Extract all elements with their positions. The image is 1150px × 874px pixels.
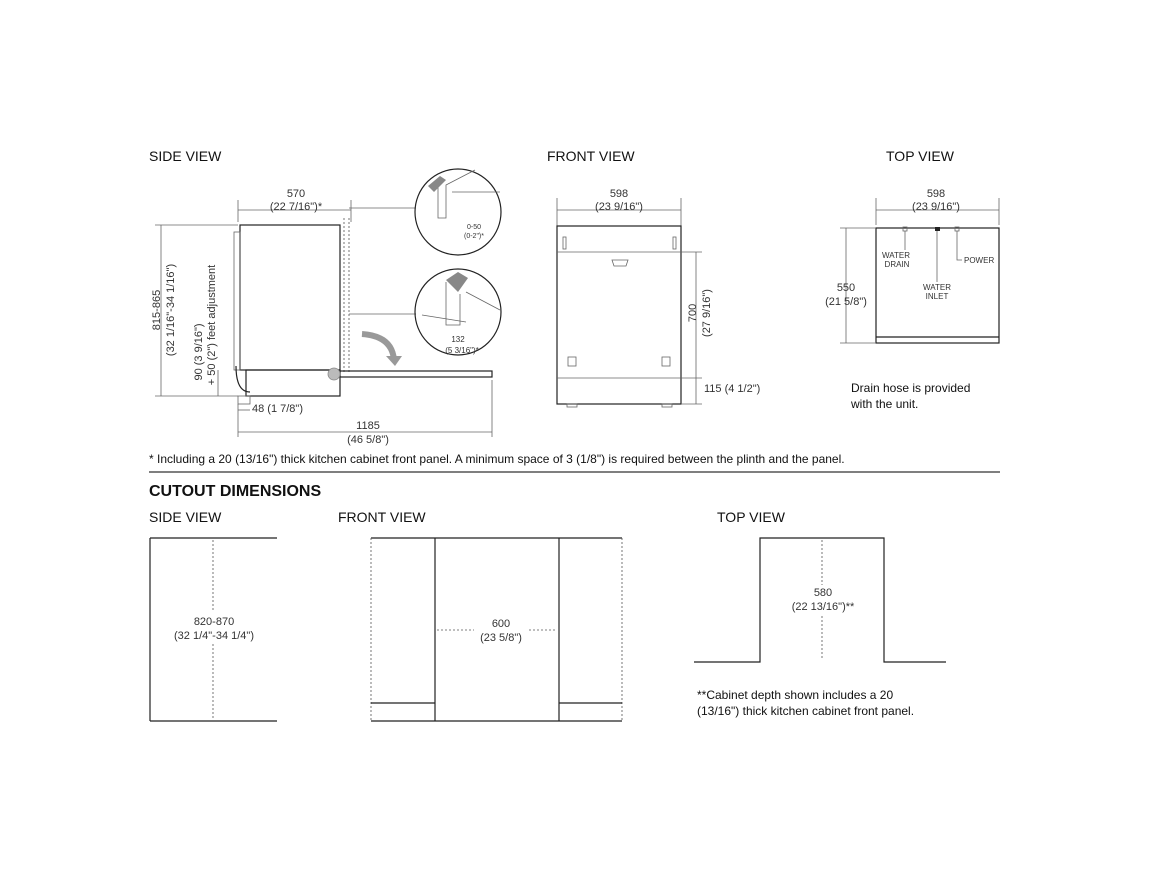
top-view-title: TOP VIEW bbox=[886, 148, 955, 164]
side-height-in: (32 1/16"-34 1/16") bbox=[165, 264, 177, 356]
front-width-in: (23 9/16") bbox=[595, 201, 643, 213]
drain-hose-note-1: Drain hose is provided bbox=[851, 381, 970, 395]
cutout-side-height-in: (32 1/4"-34 1/4") bbox=[174, 630, 254, 642]
top-width-in: (23 9/16") bbox=[912, 201, 960, 213]
side-foot-adjust: 90 (3 9/16") bbox=[193, 323, 205, 380]
side-width-mm: 570 bbox=[287, 188, 305, 200]
side-height-mm: 815-865 bbox=[151, 290, 163, 330]
detail1-value-a: 0-50 bbox=[467, 224, 481, 231]
side-width-in: (22 7/16")* bbox=[270, 201, 323, 213]
water-inlet-label-1: WATER bbox=[923, 283, 951, 292]
water-inlet-label-2: INLET bbox=[926, 292, 949, 301]
drain-hose-note-2: with the unit. bbox=[850, 397, 918, 411]
cutout-top-view: TOP VIEW 580 (22 13/16")** **Cabinet dep… bbox=[694, 509, 946, 718]
water-drain-label-2: DRAIN bbox=[885, 260, 910, 269]
side-toe-kick: 48 (1 7/8") bbox=[252, 403, 303, 415]
detail2-value-a: 132 bbox=[451, 335, 465, 344]
cutout-side-title: SIDE VIEW bbox=[149, 509, 222, 525]
front-body bbox=[556, 225, 682, 405]
front-width-mm: 598 bbox=[610, 188, 628, 200]
side-plinth bbox=[245, 369, 341, 397]
cutout-side-height-mm: 820-870 bbox=[194, 616, 234, 628]
side-open-depth-in: (46 5/8") bbox=[347, 434, 389, 446]
cutout-top-note-1: **Cabinet depth shown includes a 20 bbox=[697, 688, 893, 702]
side-view-title: SIDE VIEW bbox=[149, 148, 222, 164]
detail1-value-b: (0-2")* bbox=[464, 233, 484, 240]
side-view: SIDE VIEW 570 (22 7/16")* 815-865 (32 1/… bbox=[149, 148, 502, 446]
detail-circle-bottom bbox=[414, 268, 502, 356]
detail2-value-b: (5 3/16")* bbox=[445, 346, 479, 355]
cutout-top-note-2: (13/16") thick kitchen cabinet front pan… bbox=[697, 704, 914, 718]
side-open-door bbox=[339, 370, 493, 378]
cutout-top-title: TOP VIEW bbox=[717, 509, 786, 525]
front-view-title: FRONT VIEW bbox=[547, 148, 635, 164]
cutout-heading: CUTOUT DIMENSIONS bbox=[149, 483, 321, 500]
side-foot-adjust-2: + 50 (2") feet adjustment bbox=[206, 265, 218, 385]
water-drain-label-1: WATER bbox=[882, 251, 910, 260]
cutout-front-width-mm: 600 bbox=[492, 618, 510, 630]
side-body bbox=[239, 224, 341, 371]
cutout-top-depth-in: (22 13/16")** bbox=[792, 601, 855, 613]
footnote: * Including a 20 (13/16") thick kitchen … bbox=[149, 452, 845, 466]
side-open-depth-mm: 1185 bbox=[356, 420, 380, 432]
cutout-front-view: FRONT VIEW 600 (23 5/8") bbox=[338, 509, 623, 722]
top-width-mm: 598 bbox=[927, 188, 945, 200]
front-height-in: (27 9/16") bbox=[701, 289, 713, 337]
cutout-top-depth-mm: 580 bbox=[814, 587, 832, 599]
power-label: POWER bbox=[964, 256, 994, 265]
top-view: TOP VIEW 598 (23 9/16") WATER DRAIN WATE… bbox=[825, 148, 1000, 411]
cutout-side-view: SIDE VIEW 820-870 (32 1/4"-34 1/4") bbox=[149, 509, 277, 722]
top-depth-in: (21 5/8") bbox=[825, 296, 867, 308]
front-view: FRONT VIEW 598 (23 9/16") 700 (27 9/16")… bbox=[547, 148, 760, 408]
top-depth-mm: 550 bbox=[837, 282, 855, 294]
front-plinth: 115 (4 1/2") bbox=[704, 383, 760, 395]
front-height-mm: 700 bbox=[687, 304, 699, 322]
cutout-front-width-in: (23 5/8") bbox=[480, 632, 522, 644]
cutout-front-title: FRONT VIEW bbox=[338, 509, 426, 525]
detail-circle-top bbox=[414, 168, 502, 256]
